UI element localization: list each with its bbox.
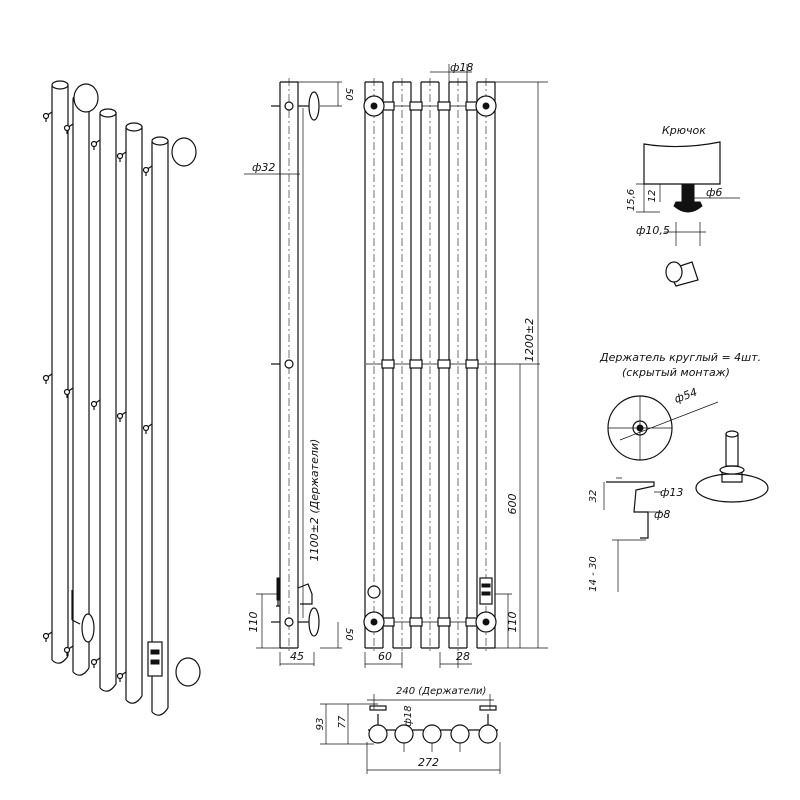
holder-32: 32 <box>588 490 599 503</box>
dim-600: 600 <box>506 494 519 515</box>
holder-detail <box>603 395 769 592</box>
dim-110-right: 110 <box>506 612 519 633</box>
holder-d8: ф8 <box>654 508 670 521</box>
holder-labels: Держатель круглый = 4шт. (скрытый монтаж… <box>588 351 761 592</box>
hook-detail <box>636 141 740 287</box>
bottom-93: 93 <box>315 718 326 731</box>
perspective-tubes <box>51 80 169 716</box>
side-view <box>244 78 342 666</box>
hook-15-6: 15,6 <box>626 189 637 211</box>
dim-1200: 1200±2 <box>523 318 536 362</box>
bottom-view <box>320 694 501 774</box>
control-box-perspective <box>147 641 163 677</box>
holder-14-30: 14 - 30 <box>588 556 599 591</box>
dim-50-bottom: 50 <box>343 628 354 641</box>
perspective-view <box>42 80 201 716</box>
holder-d54: ф54 <box>673 386 699 406</box>
hook-12: 12 <box>647 190 658 203</box>
dimension-labels: ф18 ф32 50 1100±2 (Держатели) 1200±2 600… <box>247 61 536 663</box>
dim-60: 60 <box>378 650 392 663</box>
front-view <box>363 64 548 668</box>
dim-28: 28 <box>456 650 470 663</box>
holder-title-line1: Держатель круглый = 4шт. <box>599 351 761 364</box>
holder-title-line2: (скрытый монтаж) <box>622 366 730 379</box>
bottom-d18: ф18 <box>403 705 414 726</box>
dim-45: 45 <box>290 650 304 663</box>
hooks-middle-row <box>42 373 153 434</box>
bottom-77: 77 <box>337 715 348 728</box>
dim-d18-top: ф18 <box>450 61 473 74</box>
control-box-front <box>479 577 493 605</box>
holder-d13: ф13 <box>660 486 683 499</box>
hooks-upper-row <box>42 111 153 176</box>
hooks-lower-row <box>42 631 127 682</box>
dim-d32: ф32 <box>252 161 275 174</box>
dim-50-top: 50 <box>343 88 354 101</box>
hook-d6: ф6 <box>706 186 722 199</box>
bottom-272: 272 <box>418 756 439 769</box>
hook-d10-5: ф10,5 <box>636 224 670 237</box>
dim-1100: 1100±2 (Держатели) <box>308 439 321 562</box>
hook-title: Крючок <box>662 124 706 137</box>
dim-110-left: 110 <box>247 612 260 633</box>
hook-labels: Крючок ф6 15,6 12 ф10,5 <box>626 124 722 237</box>
bottom-240: 240 (Держатели) <box>396 686 486 697</box>
bottom-view-labels: 240 (Держатели) 93 77 ф18 272 <box>315 686 486 769</box>
